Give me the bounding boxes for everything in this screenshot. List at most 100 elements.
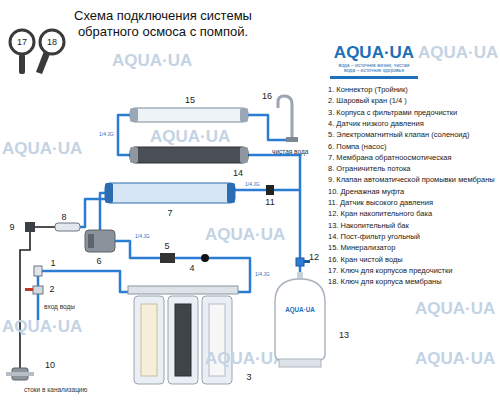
fitting-tag: 1/4 JG: [98, 132, 115, 138]
tank-base: [279, 359, 321, 367]
callout-number: 6: [96, 257, 101, 266]
pressure-sensor: [201, 254, 209, 262]
drain-pipe: [6, 372, 34, 376]
legend-item: 9. Клапан автоматической промывки мембра…: [328, 176, 495, 185]
logo-box: AQUA·UAвода – источник жизни, чистая вод…: [330, 42, 418, 79]
drain-tube: [35, 226, 55, 228]
callout-number: 18: [47, 38, 57, 47]
node-heading: AQUA·UA: [269, 306, 331, 313]
callout-number: 15: [185, 96, 195, 105]
prefilter-bracket: [128, 286, 238, 294]
post-filter: [130, 147, 248, 163]
filter-cartridge: [175, 304, 191, 376]
legend-item: 17. Ключ для корпусов предочистки: [328, 267, 453, 276]
legend-item: 14. Пост-фильтр угольный: [328, 233, 420, 242]
note-label: стоки в канализацию: [24, 386, 87, 393]
filter-cap: [240, 108, 248, 122]
fitting-tag: 1/4 JG: [254, 272, 271, 278]
legend-item: 6. Помпа (насос): [328, 143, 386, 152]
legend-item: 13. Накопительный бак: [328, 222, 409, 231]
filter-cartridge: [141, 304, 157, 376]
mineralizer: [130, 108, 248, 122]
tank-outline: [269, 272, 331, 368]
legend-item: 12. Кран накопительного бака: [328, 210, 432, 219]
callout-number: 11: [265, 198, 274, 207]
housing-cap: [105, 183, 113, 203]
tank-tube: [248, 155, 300, 272]
watermark: AQUA·UA: [418, 44, 498, 61]
key-handle: [19, 54, 25, 74]
concentrate-tube: [80, 199, 105, 227]
callout-number: 16: [262, 92, 272, 101]
callout-number: 14: [233, 169, 243, 178]
prefilter-housing: [134, 296, 164, 384]
callout-number: 13: [339, 331, 349, 340]
callout-number: 17: [17, 38, 27, 47]
filter-cap: [130, 108, 138, 122]
fitting-tag: 1/4 JG: [244, 182, 261, 188]
callout-number: 5: [164, 242, 169, 251]
key-handle: [36, 51, 50, 74]
pump-in-tube: [115, 241, 160, 258]
callout-number: 9: [9, 223, 14, 232]
ball-valve: [33, 286, 43, 294]
watermark: AQUA·UA: [205, 350, 285, 367]
legend-item: 5. Электромагнитный клапан (соленоид): [328, 131, 469, 140]
legend-item: 8. Ограничитель потока: [328, 165, 411, 174]
legend-item: 4. Датчик низкого давления: [328, 120, 424, 129]
pump: [85, 230, 115, 252]
filter-cap: [130, 147, 138, 163]
callout-number: 8: [61, 213, 66, 222]
callout-number: 3: [246, 373, 251, 382]
watermark: AQUA·UA: [205, 226, 285, 243]
storage-tank: AQUA·UA: [269, 272, 331, 368]
callout-number: 12: [309, 253, 319, 262]
fitting-tag: 1/4 JG: [134, 234, 151, 240]
legend-item: 15. Минерализатор: [328, 244, 395, 253]
key-ring: [40, 30, 64, 54]
callout-number: 2: [49, 285, 54, 294]
legend-item: 2. Шаровый кран (1/4 ): [328, 97, 407, 106]
note-label: чистая вода: [272, 148, 308, 155]
pump-motor: [88, 234, 94, 248]
drain-tubes: [20, 227, 55, 368]
legend-item: 7. Мембрана обратноосмотическая: [328, 154, 452, 163]
faucet-tube: [248, 115, 290, 140]
prefilter-housing: [202, 296, 232, 384]
valve-handle: [25, 288, 33, 291]
legend-item: 1. Коннектор (Тройник): [328, 86, 408, 95]
callout-number: 7: [167, 209, 172, 218]
legend-item: 10. Дренажная муфта: [328, 188, 404, 197]
node-heading: AQUA·UA: [333, 44, 415, 63]
legend-item: 3. Корпуса с фильтрами предочистки: [328, 109, 457, 118]
legend-item: 11. Датчик высокого давления: [328, 199, 433, 208]
filter-cap: [240, 147, 248, 163]
watermark: AQUA·UA: [150, 128, 230, 145]
tank-valve: [296, 258, 304, 266]
callout-number: 4: [189, 264, 194, 273]
faucet-base: [286, 137, 298, 142]
housing-cap: [227, 183, 235, 203]
feed-tube: [42, 271, 128, 292]
watermark: AQUA·UA: [415, 350, 495, 367]
key-ring: [10, 30, 34, 54]
flush-valve: [25, 222, 35, 232]
node-subtitle: вода – источник жизни, чистая вода – ист…: [333, 63, 415, 74]
tee-connector: [34, 266, 42, 276]
note-label: вход воды: [44, 303, 75, 310]
postfilter-tube: [118, 115, 130, 155]
drain-tube: [20, 232, 30, 368]
flow-restrictor: [55, 223, 80, 231]
tank-body: [275, 279, 325, 360]
watermark: AQUA·UA: [112, 52, 192, 69]
callout-number: 10: [45, 361, 55, 370]
callout-number: 1: [50, 259, 55, 268]
watermark: AQUA·UA: [2, 140, 82, 157]
legend-item: 16. Кран чистой воды: [328, 256, 403, 265]
membrane-housing: [105, 183, 235, 203]
diagram-title: Схема подключения системы обратного осмо…: [43, 8, 283, 41]
watermark: AQUA·UA: [2, 318, 82, 335]
pressure-sensor: [266, 185, 274, 195]
